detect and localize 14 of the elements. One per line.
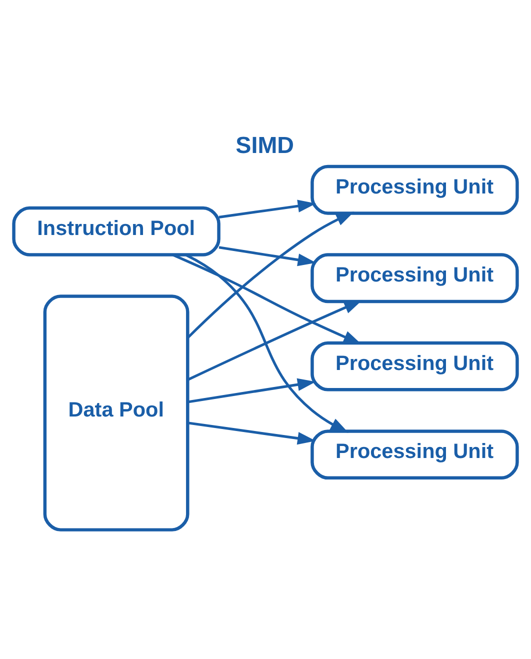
diagram-title: SIMD (236, 131, 294, 158)
arrow (187, 211, 354, 338)
node-box: Processing Unit (310, 252, 519, 303)
arrow (218, 199, 316, 218)
node-box: Instruction Pool (12, 206, 220, 256)
arrow (218, 246, 316, 266)
arrow (187, 378, 316, 403)
arrow (172, 253, 362, 344)
arrow (185, 253, 349, 432)
node-box: Processing Unit (310, 164, 519, 214)
arrow (188, 421, 316, 444)
node-box: Processing Unit (310, 429, 519, 480)
node-box: Processing Unit (310, 340, 519, 391)
node-box: Data Pool (43, 294, 190, 531)
